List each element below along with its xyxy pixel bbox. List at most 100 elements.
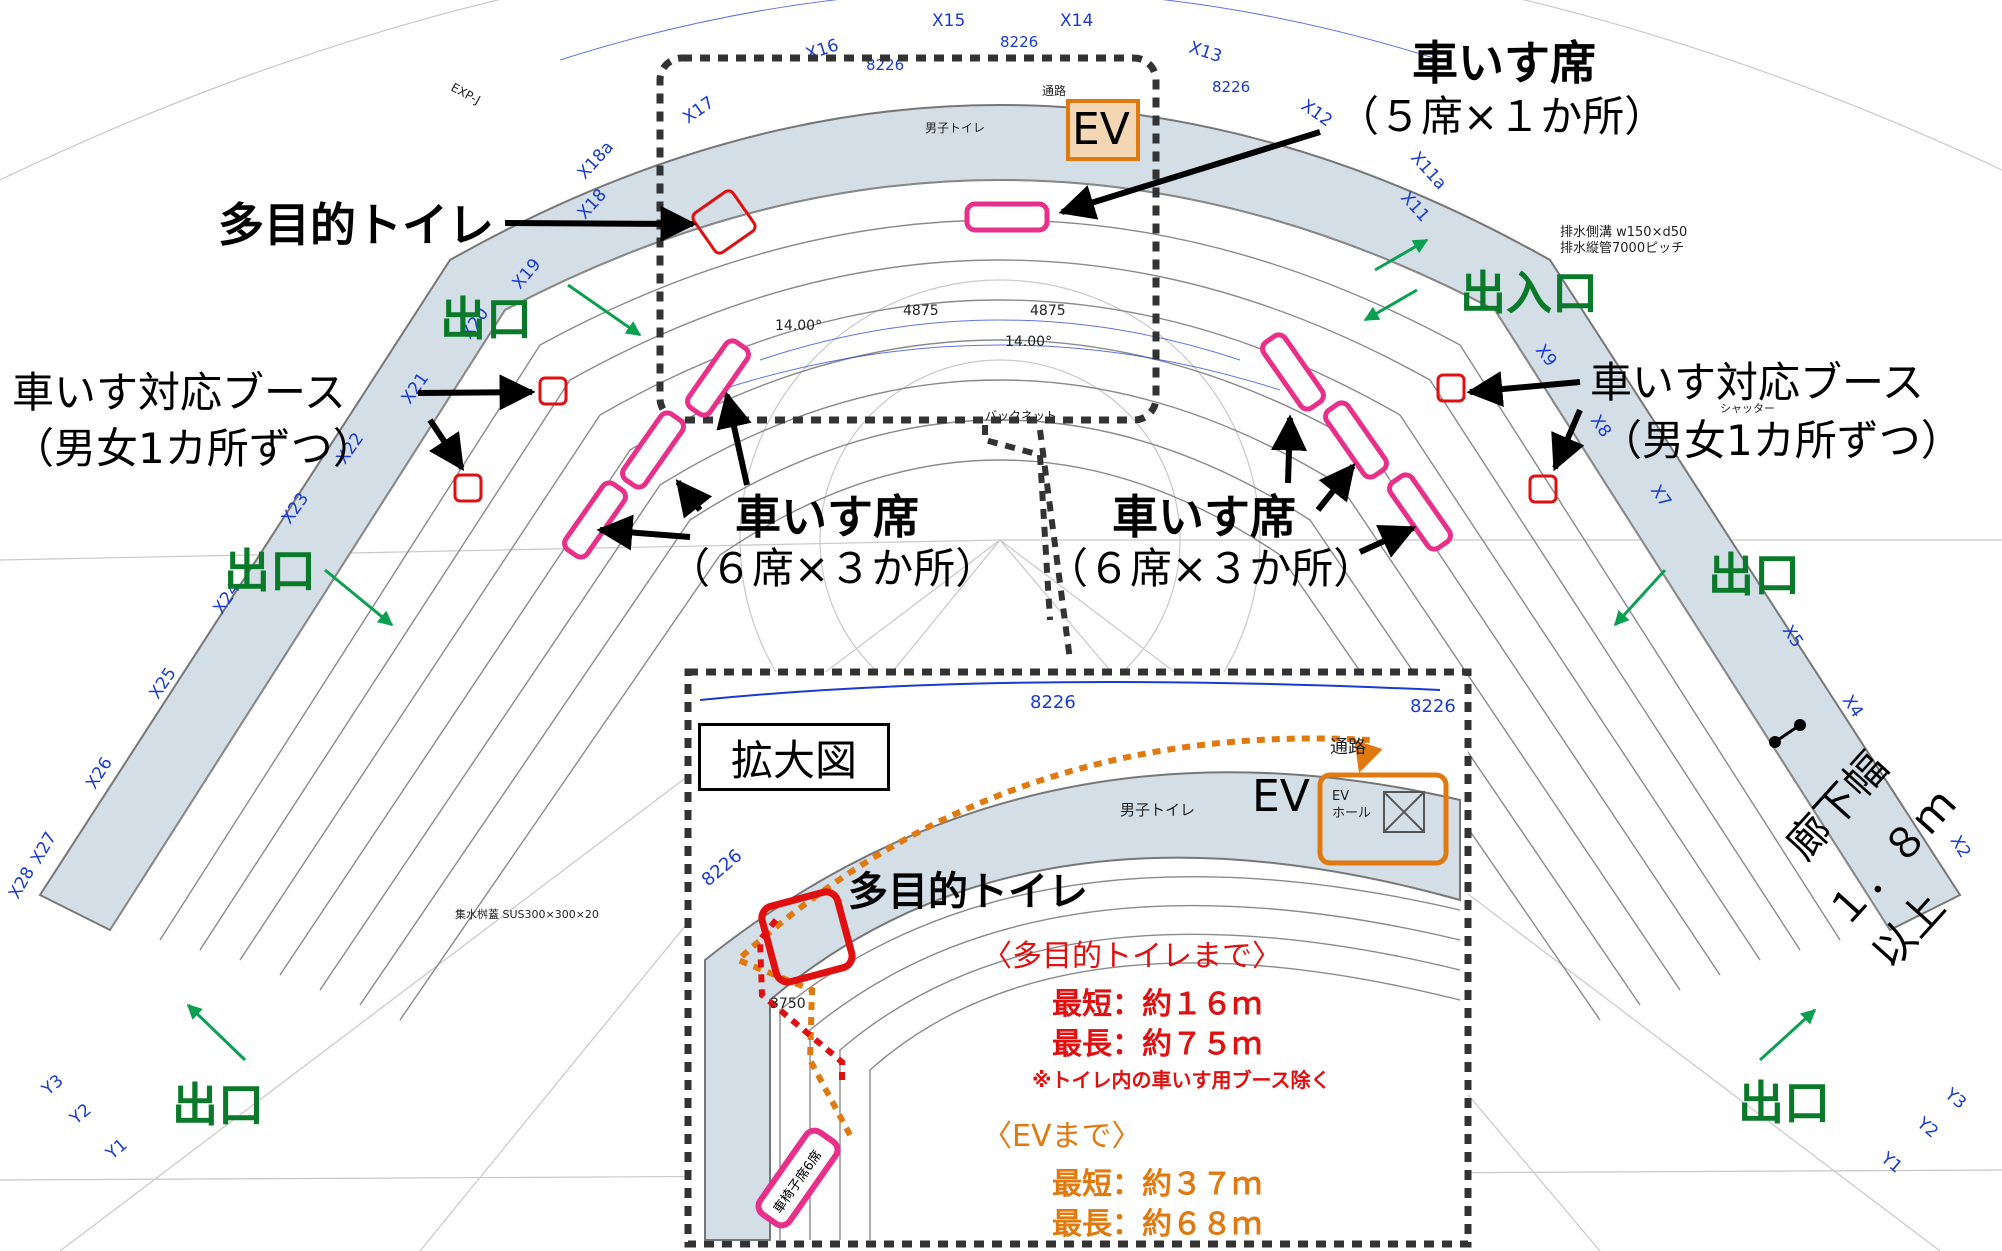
grid-label-x14: X14 [1060,11,1093,31]
grid-label-y2-left: Y2 [66,1100,96,1130]
wheelchair-5-count: （５席×１か所） [1337,92,1667,141]
grid-label-x18a: X18a [574,137,618,183]
zoom-ev-label: EV [1252,771,1310,822]
booth-label-right: 車いす対応ブース [1590,358,1924,407]
wheelchair-6-count-right: （６席×３か所） [1046,544,1376,593]
callout-arrow-wheelchair-6-right-1 [1315,463,1356,512]
grid-label-x17: X17 [679,93,718,128]
booth-box-right-2 [1528,474,1558,504]
callout-arrow-wheelchair-6-left-2 [675,479,713,519]
booth-box-left-1 [538,376,568,406]
booth-box-left-2 [453,473,483,503]
wheelchair-seat-6-box-6 [1387,472,1453,552]
dimension-4875-left: 4875 [903,303,939,319]
toilet-max-distance: 最長：約７５ｍ [1052,1027,1262,1062]
zoom-seat-box [755,1127,841,1229]
mens-toilet-label: 男子トイレ [925,121,985,135]
zoom-dim-8226-right: 8226 [1410,696,1456,717]
exit-label-bottom-left: 出口 [172,1078,264,1132]
grid-label-y3-right: Y3 [1940,1084,1970,1114]
zoom-connector-right [1037,429,1073,661]
zoom-mens-toilet-label: 男子トイレ [1120,801,1195,819]
callout-arrow-wheelchair-6-left-3 [596,514,691,551]
grid-label-x28: X28 [5,864,39,903]
zoom-region-outline [656,54,1160,424]
zoom-connector-left [982,425,1053,621]
entrance-exit-label: 出入口 [1460,266,1598,320]
toilet-markers [453,189,1558,504]
callout-arrow-booth-left-2 [427,418,465,471]
angle-14-center: 14.00° [1005,334,1052,350]
exit-arrows [186,238,1817,1062]
wheelchair-6-title-left: 車いす席 [735,490,919,544]
callout-arrow-booth-right-2 [1551,408,1585,472]
angle-14-left: 14.00° [775,318,822,334]
multi-toilet-callout: 多目的トイレ [218,198,494,252]
exit-label-bottom-right: 出口 [1738,1076,1830,1130]
drain-label-1: 排水側溝 w150×d50 [1560,225,1687,240]
corridor-width-marker [1769,719,1806,748]
grid-label-x12: X12 [1297,96,1336,131]
ev-min-distance: 最短：約３７ｍ [1052,1167,1262,1202]
zoom-toilet-label: 多目的トイレ [848,869,1088,915]
grid-label-x13: X13 [1186,38,1224,67]
exit-label-middle-left: 出口 [224,544,316,598]
exp-joint-label: EXP-J [449,80,483,107]
callout-arrow-booth-right-1 [1466,371,1581,407]
ev-label-top: EV [1072,104,1130,155]
zoom-title: 拡大図 [698,723,890,791]
grid-label-x11a: X11a [1406,148,1450,194]
drain-label-2: 排水縦管7000ピッチ [1560,241,1684,256]
wheelchair-seat-6-box-5 [1323,400,1389,480]
callout-arrow-wheelchair-6-left-1 [716,391,752,486]
dimension-4875-right: 4875 [1030,303,1066,319]
wheelchair-seat-5-box [964,201,1050,233]
passage-label: 通路 [1042,83,1066,98]
wheelchair-seat-6-box-2 [620,410,686,490]
exit-arrow-upper-left [567,283,642,337]
dimension-8226-left: 8226 [866,56,904,74]
toilet-min-distance: 最短：約１６ｍ [1052,987,1262,1022]
to-toilet-heading: 〈多目的トイレまで〉 [982,939,1282,974]
zoom-dim-8226-top: 8226 [1030,692,1076,713]
callout-arrows [417,129,1585,558]
zoom-dim-3750: 3750 [770,996,806,1012]
shutter-label: シャッター [1720,402,1775,415]
callout-arrow-multi-toilet [504,205,697,242]
exit-arrow-bottom-left [186,1003,247,1062]
entrance-arrow-right-in [1374,238,1429,272]
exit-label-middle-right: 出口 [1708,548,1800,602]
wheelchair-6-title-right: 車いす席 [1112,490,1296,544]
exit-arrow-middle-left [324,568,394,627]
blue-dimension-arcs [559,0,1441,391]
grid-label-y3-left: Y3 [38,1071,68,1101]
grid-label-x27: X27 [27,829,61,868]
callout-arrow-wheelchair-6-right-2 [1358,524,1417,558]
multi-toilet-box [691,189,757,255]
booth-box-right-1 [1436,373,1466,403]
zoom-toilet-box [758,888,856,986]
dimension-8226-top: 8226 [1000,33,1038,51]
zoom-passage-label: 通路 [1330,737,1366,758]
callout-arrow-wheelchair-6-right-3 [1271,414,1307,484]
zoom-ev-hall-label-2: ホール [1332,806,1371,821]
wheelchair-seat-6-box-4 [1260,332,1326,412]
grid-label-x15: X15 [932,11,965,31]
backnet-label: バックネット [985,409,1057,423]
booth-sub-left: （男女1カ所ずつ） [12,424,375,473]
toilet-note: ※トイレ内の車いす用ブース除く [1032,1068,1331,1092]
wheelchair-seat-6-box-1 [685,338,751,418]
route-to-toilet [756,913,845,1080]
ev-max-distance: 最長：約６８ｍ [1052,1207,1262,1242]
grid-label-y1-left: Y1 [102,1135,132,1165]
ev-box [1066,99,1140,161]
dimension-8226-right: 8226 [1212,78,1250,96]
grid-label-y2-right: Y2 [1912,1113,1942,1143]
zoom-ev-box [1317,772,1449,866]
zoom-ev-hall-label: EV [1332,789,1349,804]
callout-arrow-booth-left-1 [417,374,536,411]
exit-arrow-middle-right [1613,568,1667,627]
wheelchair-6-count-left: （６席×３か所） [668,544,998,593]
